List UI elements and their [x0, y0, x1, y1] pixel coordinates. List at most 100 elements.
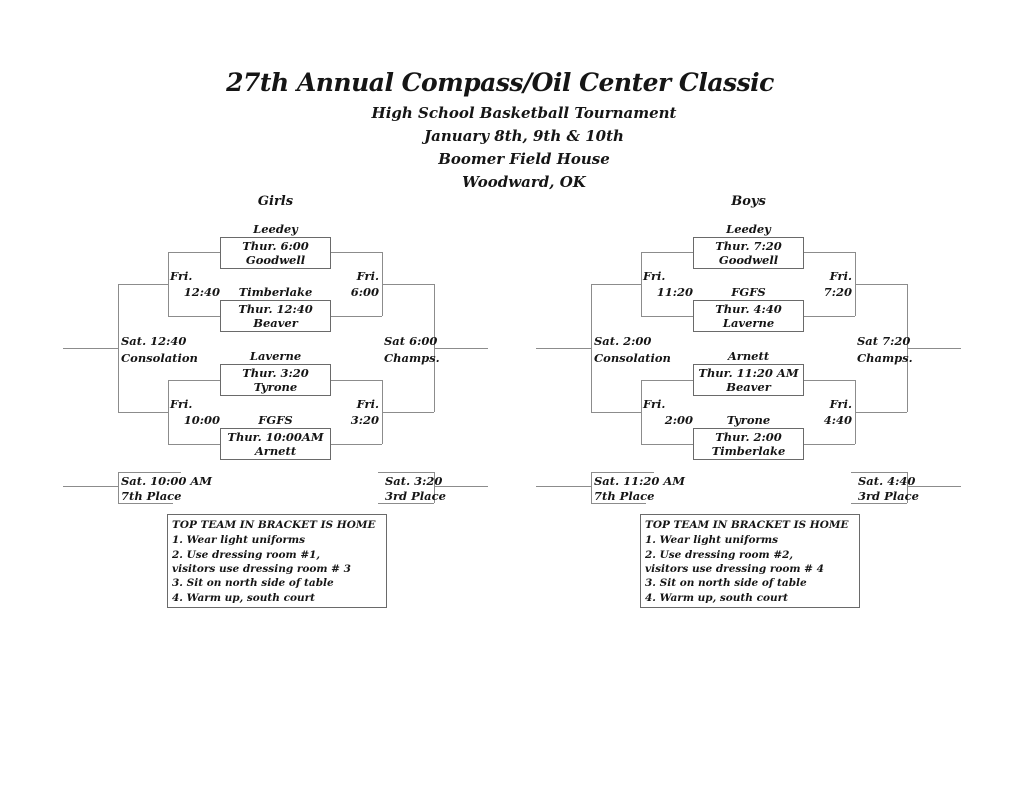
seventh-place-label: Sat. 10:00 AM 7th Place	[121, 474, 212, 504]
game-day: Fri.	[170, 397, 193, 411]
game-day: Fri.	[170, 269, 193, 283]
game-time: Sat. 2:00	[594, 334, 652, 348]
bracket-line	[382, 412, 434, 413]
bracket-line	[907, 486, 961, 487]
game-time: Thur. 6:00	[242, 239, 309, 253]
note-line: 4. Warm up, south court	[645, 592, 788, 604]
game-name: Consolation	[121, 351, 198, 365]
game-name: 7th Place	[121, 489, 182, 503]
game-time: Thur. 2:00	[715, 430, 782, 444]
tournament-title: 27th Annual Compass/Oil Center Classic	[226, 68, 774, 97]
bracket-line	[591, 472, 654, 473]
bracket-line	[118, 503, 173, 504]
team-name-top: FGFS	[731, 285, 766, 299]
friday-game-label: Fri. 4:40	[814, 396, 852, 428]
game-time: Thur. 3:20	[242, 366, 309, 380]
note-line: visitors use dressing room # 4	[645, 563, 824, 575]
bracket-line	[63, 348, 118, 349]
game-time: 3:20	[350, 413, 379, 427]
bracket-line	[118, 472, 119, 503]
bracket-line	[331, 380, 382, 381]
bracket-line	[804, 380, 855, 381]
subtitle-line: Boomer Field House	[438, 150, 610, 168]
champs-label: Sat 7:20 Champs.	[857, 333, 913, 367]
team-name-bottom: Beaver	[726, 380, 771, 394]
game-name: 3rd Place	[858, 489, 919, 503]
game-time: Sat. 3:20	[385, 474, 443, 488]
subtitle-line: Woodward, OK	[462, 173, 586, 191]
girls-bracket: Girls Leedey Thur. 6:00 Goodwell Timberl…	[63, 190, 493, 610]
bracket-line	[168, 252, 220, 253]
game-time: Thur. 10:00AM	[227, 430, 324, 444]
note-line: 2. Use dressing room #2,	[645, 549, 794, 561]
game-day: Fri.	[356, 397, 379, 411]
bracket-line	[434, 472, 435, 503]
bracket-line	[378, 503, 434, 504]
team-name-top: Leedey	[726, 222, 771, 236]
bracket-line	[641, 316, 693, 317]
game-time: 6:00	[350, 285, 379, 299]
subtitle-line: High School Basketball Tournament	[371, 104, 677, 122]
bracket-line	[536, 348, 591, 349]
bracket-line	[382, 284, 434, 285]
bracket-title: Boys	[731, 194, 766, 209]
bracket-line	[591, 472, 592, 503]
bracket-line	[851, 472, 907, 473]
bracket-line	[855, 284, 907, 285]
bracket-line	[641, 444, 693, 445]
game-time: Thur. 12:40	[238, 302, 313, 316]
third-place-label: Sat. 4:40 3rd Place	[858, 474, 919, 504]
game-box: Thur. 3:20 Tyrone	[220, 364, 331, 396]
notes-box: TOP TEAM IN BRACKET IS HOME 1. Wear ligh…	[167, 514, 387, 608]
bracket-line	[434, 486, 488, 487]
note-line: 3. Sit on north side of table	[645, 577, 807, 589]
bracket-line	[168, 380, 169, 444]
consolation-label: Sat. 12:40 Consolation	[121, 333, 198, 367]
notes-box: TOP TEAM IN BRACKET IS HOME 1. Wear ligh…	[640, 514, 860, 608]
friday-game-label: Fri. 2:00	[643, 396, 693, 428]
bracket-line	[331, 444, 382, 445]
team-name-bottom: Goodwell	[718, 253, 779, 267]
note-line: visitors use dressing room # 3	[172, 563, 351, 575]
game-time: Sat. 10:00 AM	[121, 474, 212, 488]
friday-game-label: Fri. 7:20	[814, 268, 852, 300]
boys-bracket: Boys Leedey Thur. 7:20 Goodwell FGFS Thu…	[536, 190, 966, 610]
team-name-top: FGFS	[258, 413, 293, 427]
game-day: Fri.	[356, 269, 379, 283]
bracket-line	[591, 284, 641, 285]
team-name-top: Leedey	[253, 222, 298, 236]
team-name-bottom: Timberlake	[711, 444, 786, 458]
bracket-line	[536, 486, 591, 487]
bracket-line	[118, 284, 119, 412]
friday-game-label: Fri. 10:00	[170, 396, 220, 428]
bracket-line	[168, 252, 169, 316]
bracket-line	[118, 284, 168, 285]
consolation-label: Sat. 2:00 Consolation	[594, 333, 671, 367]
game-name: Champs.	[384, 351, 440, 365]
game-time: 2:00	[664, 413, 693, 427]
friday-game-label: Fri. 12:40	[170, 268, 220, 300]
third-place-label: Sat. 3:20 3rd Place	[385, 474, 446, 504]
game-day: Fri.	[829, 397, 852, 411]
game-box: Thur. 12:40 Beaver	[220, 300, 331, 332]
team-name-bottom: Goodwell	[245, 253, 306, 267]
game-box: Thur. 6:00 Goodwell	[220, 237, 331, 269]
game-box: Thur. 4:40 Laverne	[693, 300, 804, 332]
friday-game-label: Fri. 6:00	[341, 268, 379, 300]
game-name: Consolation	[594, 351, 671, 365]
bracket-line	[378, 472, 434, 473]
team-name-top: Arnett	[727, 349, 770, 363]
note-line: TOP TEAM IN BRACKET IS HOME	[645, 519, 849, 531]
team-name-bottom: Beaver	[253, 316, 298, 330]
bracket-line	[591, 412, 641, 413]
game-box: Thur. 11:20 AM Beaver	[693, 364, 804, 396]
seventh-place-label: Sat. 11:20 AM 7th Place	[594, 474, 685, 504]
game-box: Thur. 7:20 Goodwell	[693, 237, 804, 269]
game-name: Champs.	[857, 351, 913, 365]
bracket-line	[851, 503, 907, 504]
bracket-title: Girls	[257, 194, 294, 209]
champs-label: Sat 6:00 Champs.	[384, 333, 440, 367]
team-name-bottom: Laverne	[722, 316, 775, 330]
bracket-line	[591, 503, 646, 504]
bracket-line	[168, 444, 220, 445]
